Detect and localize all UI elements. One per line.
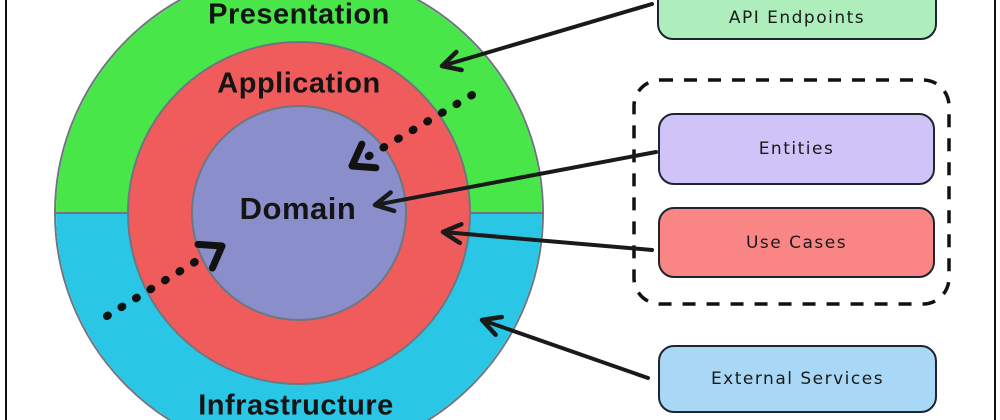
infrastructure-label: Infrastructure bbox=[198, 389, 394, 420]
external-services-box-label: External Services bbox=[710, 369, 885, 389]
use-cases-box: Use Cases bbox=[658, 207, 935, 278]
entities-box: Entities bbox=[658, 113, 935, 185]
api-endpoints-box: API Endpoints bbox=[657, 0, 937, 40]
entities-box-label: Entities bbox=[758, 139, 835, 159]
presentation-label: Presentation bbox=[208, 0, 390, 31]
canvas-frame-right-edge bbox=[994, 0, 996, 420]
application-label: Application bbox=[217, 67, 381, 100]
external-services-box: External Services bbox=[658, 345, 937, 413]
domain-label: Domain bbox=[239, 191, 357, 226]
canvas-frame-left-edge bbox=[5, 0, 7, 420]
use-cases-box-label: Use Cases bbox=[745, 232, 848, 253]
api-endpoints-box-label: API Endpoints bbox=[728, 8, 866, 28]
